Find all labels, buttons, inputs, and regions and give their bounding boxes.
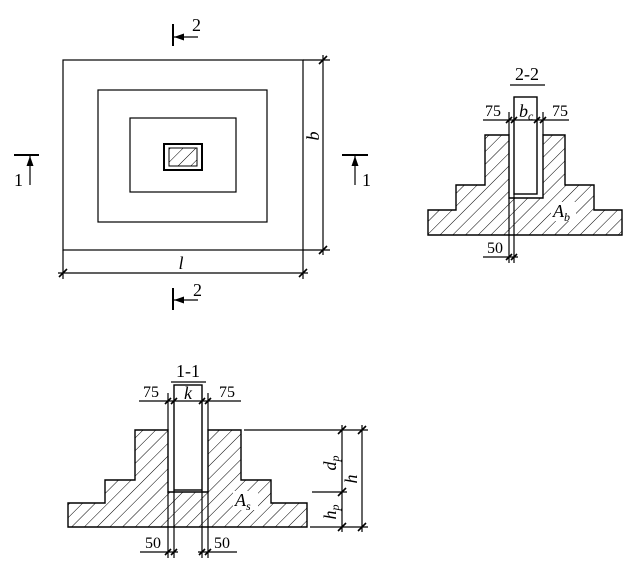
section-2-2-dim-right-label: 75	[552, 103, 568, 120]
section-2-2-tick-gap-right	[510, 253, 518, 261]
section-1-1-column	[173, 384, 203, 491]
section-1-1-tick-v-1	[337, 425, 347, 435]
section-1-1-tick-3	[198, 397, 206, 405]
section-1-right-label: 1	[362, 170, 371, 190]
section-1-1-dim-base-height-label: hp	[320, 505, 342, 520]
section-1-1-title: 1-1	[176, 361, 200, 381]
section-2-2-dim-left-label: 75	[485, 103, 501, 120]
section-1-1-area-label-bg	[233, 491, 258, 510]
section-1-1-tick-v-2	[337, 487, 347, 497]
section-2-2-tick-1	[505, 116, 513, 124]
section-1-1-tick-gap-3	[198, 548, 206, 556]
section-1-1-tick-v-4	[357, 425, 367, 435]
section-1-1-tick-v-5	[357, 522, 367, 532]
section-1-1-dim-left-label: 75	[143, 384, 159, 401]
section-1-1-tick-gap-4	[204, 548, 212, 556]
section-1-1-tick-v-3	[337, 522, 347, 532]
section-2-2-column	[513, 96, 538, 195]
section-1-right-arrowhead	[351, 156, 359, 166]
section-2-2-tick-4	[539, 116, 547, 124]
section-1-1-tick-4	[204, 397, 212, 405]
section-2-2-tick-3	[533, 116, 541, 124]
plan-middle-step-outline	[97, 89, 268, 223]
dim-b-label: b	[303, 132, 323, 141]
section-2-top-arrowhead	[174, 33, 184, 41]
dim-l-tick-left	[58, 268, 68, 278]
section-1-left-arrowhead	[26, 156, 34, 166]
section-2-2-tick-2	[510, 116, 518, 124]
section-1-1-tick-gap-1	[164, 548, 172, 556]
section-1-1: 1-1 75 k 75 As 50 50	[67, 361, 368, 558]
section-2-2-dim-column-label: bc	[519, 101, 534, 123]
section-1-1-dim-gap-left-label: 50	[145, 535, 161, 552]
dim-b-tick-top	[318, 55, 328, 65]
plan-view: 2 2 1 1 b l	[14, 15, 371, 310]
section-2-2-area-label: Ab	[552, 201, 570, 224]
plan-top-step-outline	[129, 117, 237, 193]
section-1-1-dim-pocket-depth-label: dp	[320, 456, 342, 471]
dim-l-label: l	[178, 253, 183, 273]
section-1-1-dim-gap-right-label: 50	[214, 535, 230, 552]
section-2-2: 2-2 75 bc 75 Ab 50	[427, 64, 623, 263]
section-1-1-dim-total-height-label: h	[341, 475, 361, 484]
plan-column-hatch	[168, 147, 198, 167]
section-1-1-tick-gap-2	[170, 548, 178, 556]
section-2-2-dim-gap-label: 50	[487, 240, 503, 257]
section-1-1-area-label: As	[234, 490, 251, 513]
section-2-bottom-label: 2	[193, 280, 202, 300]
section-1-left-label: 1	[14, 170, 23, 190]
section-1-1-dim-right-label: 75	[219, 384, 235, 401]
section-2-2-tick-gap-left	[505, 253, 513, 261]
section-1-1-dim-column-label: k	[184, 383, 193, 403]
section-2-bottom-arrowhead	[174, 296, 184, 304]
section-1-1-tick-1	[164, 397, 172, 405]
plan-base-outline	[62, 59, 304, 251]
section-2-top-label: 2	[192, 15, 201, 35]
section-2-2-title: 2-2	[515, 64, 539, 84]
plan-column-outline	[163, 143, 203, 171]
section-2-2-area-label-bg	[551, 202, 576, 221]
dim-b-tick-bottom	[318, 245, 328, 255]
section-1-1-tick-2	[170, 397, 178, 405]
dim-l-tick-right	[298, 268, 308, 278]
